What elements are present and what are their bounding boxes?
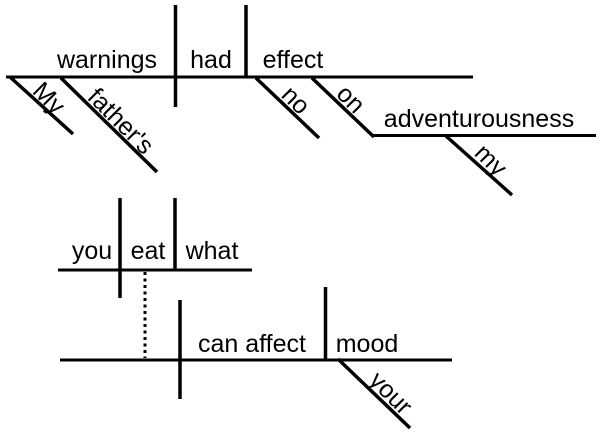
s1-object-word: effect xyxy=(263,46,324,74)
s2-clause-verb-word: eat xyxy=(131,237,166,265)
s2-clause-subject-word: you xyxy=(72,237,112,265)
s1-prep-object-modifier-word: my xyxy=(469,139,513,183)
diagram-1: warnings had effect My father's no on ad… xyxy=(6,5,596,197)
s1-subject-modifier-word-2: father's xyxy=(82,83,159,160)
s2-verb-word: can affect xyxy=(198,330,306,358)
s2-object-word: mood xyxy=(336,330,399,358)
diagram-2: you eat what can affect mood your xyxy=(58,198,452,430)
s1-subject-word: warnings xyxy=(56,46,157,74)
s2-object-modifier-line xyxy=(336,357,412,430)
s1-object-modifier-word: no xyxy=(276,81,315,120)
s1-subject-modifier-line-1 xyxy=(8,75,75,136)
s1-subject-modifier-line-2 xyxy=(59,76,159,174)
s1-preposition-word: on xyxy=(331,80,370,119)
s2-object-modifier-word: your xyxy=(364,366,418,420)
s1-verb-word: had xyxy=(190,46,232,74)
s1-prep-object-modifier-line xyxy=(444,134,514,197)
s1-object-modifier-line xyxy=(254,76,321,140)
s1-prep-object-word: adventurousness xyxy=(384,105,574,133)
s1-preposition-line xyxy=(310,76,376,139)
s2-clause-object-word: what xyxy=(185,237,239,265)
